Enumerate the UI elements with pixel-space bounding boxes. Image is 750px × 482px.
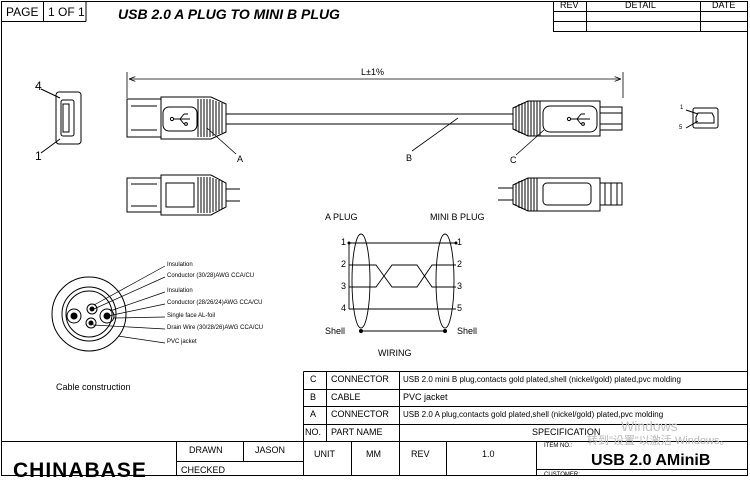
- wiring-left-label: A PLUG: [325, 212, 358, 222]
- company-logo-text: CHINABASE: [13, 459, 147, 482]
- wiring-right-pin: 1: [457, 237, 463, 247]
- drawing-title: USB 2.0 A PLUG TO MINI B PLUG: [118, 6, 340, 22]
- wiring-title: WIRING: [378, 348, 412, 358]
- wiring-left-pin: Shell: [325, 326, 346, 336]
- bom-header-part: PART NAME: [331, 427, 383, 437]
- bom-row-part: CONNECTOR: [331, 409, 389, 419]
- a-end-pin-1: 1: [35, 149, 42, 163]
- cable-layer-label: Drain Wire (30/28/26)AWG CCA/CU: [167, 325, 264, 331]
- page-label: PAGE: [6, 5, 39, 19]
- checked-label: CHECKED: [181, 465, 226, 475]
- wiring-right-pin: 3: [457, 281, 463, 291]
- unit-label: UNIT: [314, 449, 335, 459]
- callout-c: C: [510, 155, 517, 165]
- wiring-right-pin: Shell: [457, 326, 478, 336]
- wiring-right-pin: 2: [457, 259, 463, 269]
- wiring-right-pin: 5: [457, 303, 463, 313]
- bom-row-no: B: [310, 392, 317, 402]
- unit-value: MM: [366, 449, 381, 459]
- callout-a: A: [237, 154, 244, 164]
- bom-row-spec: PVC jacket: [403, 392, 448, 402]
- wiring-left-pin: 4: [341, 303, 347, 313]
- customer-label: CUSTOMER:: [544, 472, 580, 478]
- wiring-right-label: MINI B PLUG: [430, 212, 485, 222]
- a-end-pin-4: 4: [35, 79, 42, 93]
- item-no-label: ITEM NO.:: [544, 443, 573, 449]
- bom-header-no: NO.: [305, 427, 322, 437]
- cable-construction-title: Cable construction: [56, 382, 131, 392]
- page-value: 1 OF 1: [48, 5, 85, 19]
- bom-row-spec: USB 2.0 A plug,contacts gold plated,shel…: [403, 410, 664, 419]
- bom-row-no: C: [310, 374, 317, 384]
- cable-layer-label: PVC jacket: [167, 339, 197, 345]
- drawn-label: DRAWN: [189, 445, 223, 455]
- cable-layer-label: Insulation: [167, 262, 193, 268]
- cable-layer-label: Single face AL-foil: [167, 313, 216, 319]
- wiring-left-pin: 1: [341, 237, 347, 247]
- bom-row-part: CONNECTOR: [331, 374, 389, 384]
- item-no-value: USB 2.0 AMiniB: [591, 452, 711, 469]
- rev-label: REV: [411, 449, 430, 459]
- callout-b: B: [406, 153, 413, 163]
- drawn-value: JASON: [255, 445, 286, 455]
- watermark-line2: 转到"设置"以激活 Windows。: [587, 435, 731, 447]
- watermark-line1: Windows: [621, 418, 678, 434]
- rev-col-rev: REV: [560, 0, 579, 10]
- bom-row-part: CABLE: [331, 392, 361, 402]
- rev-col-date: DATE: [712, 0, 736, 10]
- bom-row-no: A: [310, 409, 317, 419]
- bom-header-spec: SPECIFICATION: [532, 427, 601, 437]
- rev-value: 1.0: [482, 449, 495, 459]
- b-end-pin-1: 1: [680, 105, 684, 111]
- wiring-left-pin: 2: [341, 259, 347, 269]
- b-end-pin-5: 5: [679, 125, 683, 131]
- bom-row-spec: USB 2.0 mini B plug,contacts gold plated…: [403, 375, 681, 384]
- cable-layer-label: Conductor (28/26/24)AWG CCA/CU: [167, 300, 263, 306]
- wiring-left-pin: 3: [341, 281, 347, 291]
- cable-layer-label: Insulation: [167, 288, 193, 294]
- cable-layer-label: Conductor (30/28)AWG CCA/CU: [167, 273, 255, 279]
- rev-col-detail: DETAIL: [625, 0, 656, 10]
- length-dimension: L±1%: [361, 67, 384, 77]
